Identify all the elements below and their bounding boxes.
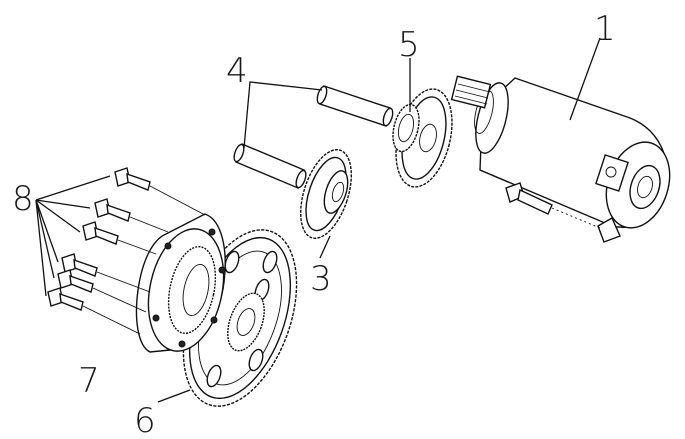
gear-part-3 [300,149,352,239]
housing-part-7 [135,213,226,353]
callout-label-4: 4 [226,51,248,91]
pins-part-4 [233,85,394,189]
callout-label-7: 7 [78,361,100,401]
callout-label-5: 5 [398,25,420,65]
leader-lines [35,37,601,403]
callout-label-8: 8 [12,179,34,219]
callout-label-3: 3 [310,259,332,299]
bolts-part-8 [47,167,206,335]
callout-label-1: 1 [594,9,616,49]
gear-part-5 [392,88,453,188]
callout-label-6: 6 [134,401,156,439]
motor-part-1 [450,75,671,243]
